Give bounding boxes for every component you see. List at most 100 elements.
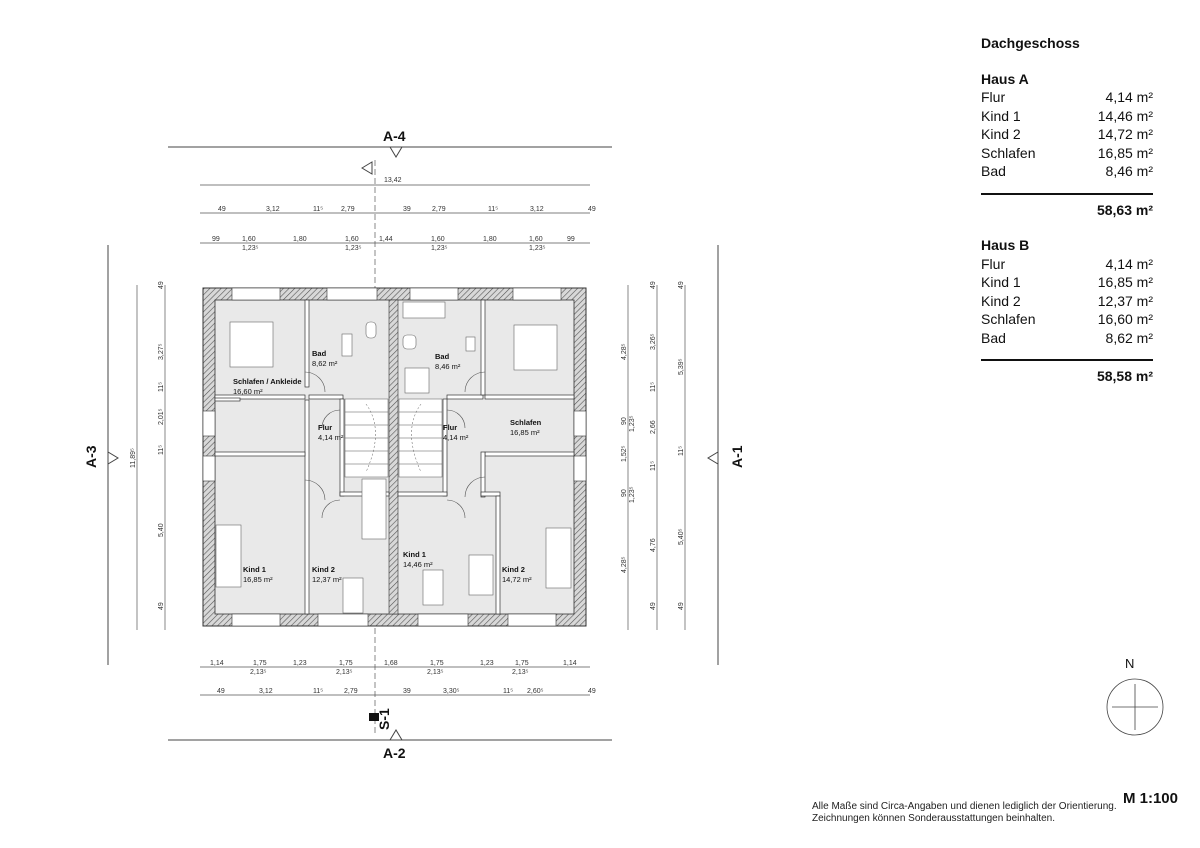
section-cut-marker [369,713,379,721]
dimension-label: 1,44 [379,236,393,243]
dimension-label: 49 [588,688,596,695]
room-area: 8,46 m² [1105,163,1153,179]
section-label-a1: A-1 [729,445,745,468]
dimension-label: 5,40 [158,523,165,537]
dimension-label: 49 [650,602,657,610]
room-area: 16,85 m² [243,575,273,584]
room-label: Flur [981,89,1006,105]
dimension-label: 90 [621,489,628,497]
dimension-label: 49 [678,602,685,610]
dimension-label: 11⁵ [650,382,657,392]
room-area: 14,46 m² [403,560,433,569]
room-area: 14,72 m² [1097,126,1153,142]
dimension-label: 2,13⁵ [512,669,529,676]
dimension-label: 13,42 [384,177,402,184]
room-label: Kind 2 [981,126,1021,142]
room-area: 12,37 m² [1097,292,1153,309]
dimension-label: 99 [212,236,220,243]
room-label: Kind 1 [981,107,1021,124]
disclaimer-line: Alle Maße sind Circa-Angaben und dienen … [812,801,1117,812]
room-label: Kind 1 [981,274,1021,290]
dimension-label: 11,89⁵ [130,448,137,468]
dimension-label: 3,27⁵ [158,343,165,360]
section-label-a3: A-3 [83,445,99,468]
dimension-label: 2,60⁵ [527,688,544,695]
room-area: 4,14 m² [443,433,469,442]
room-area: 8,62 m² [312,359,338,368]
area-row: Kind 1 16,85 m² [981,273,1153,292]
house-name: Haus B [981,237,1030,253]
section-label-s1: S-1 [376,708,392,730]
dimension-label: 2,13⁵ [250,669,267,676]
dimension-label: 1,14 [563,660,577,667]
room-area: 4,14 m² [1105,89,1153,105]
dimension-label: 49 [650,281,657,289]
room-label: Schlafen [981,311,1036,327]
dimension-label: 49 [218,206,226,213]
room-name: Kind 2 [312,565,335,574]
house-total: 58,63 m² [981,192,1153,220]
dimension-label: 3,30⁵ [443,688,460,695]
dimension-label: 4,76 [650,538,657,552]
dimension-label: 49 [678,281,685,289]
room-label: Kind 2 [981,292,1021,309]
dimension-label: 1,23⁵ [242,245,259,252]
dimension-label: 2,01⁵ [158,408,165,425]
dimension-label: 1,23⁵ [529,245,546,252]
section-label-a2: A-2 [383,745,406,761]
dimension-lines [136,184,686,696]
room-name: Schlafen / Ankleide [233,377,302,386]
dimension-label: 2,66 [650,420,657,434]
dimension-label: 1,80 [293,236,307,243]
dimension-label: 1,68 [384,660,398,667]
dimension-label: 1,75 [430,660,444,667]
dimension-label: 2,13⁵ [336,669,353,676]
room-area: 4,14 m² [318,433,344,442]
area-row: Kind 2 12,37 m² [981,292,1153,311]
dimension-label: 1,23⁵ [431,245,448,252]
building [202,287,587,627]
dimension-label: 1,60 [345,236,359,243]
area-row: Kind 2 14,72 m² [981,125,1153,144]
dimension-label: 11⁵ [503,688,513,695]
dimension-label: 3,12 [530,206,544,213]
dimension-label: 11⁵ [488,206,498,213]
dimension-label: 49 [588,206,596,213]
dimension-label: 4,28⁵ [621,556,628,573]
house-name: Haus A [981,70,1029,87]
dimension-label: 3,12 [259,688,273,695]
compass-icon [1106,678,1164,736]
dimension-label: 1,60 [529,236,543,243]
dimension-label: 1,75 [339,660,353,667]
dimension-label: 11⁵ [313,206,323,213]
dimension-label: 1,52⁵ [621,445,628,462]
house-total: 58,58 m² [981,359,1153,386]
dimension-label: 11⁵ [313,688,323,695]
room-name: Bad [312,349,327,358]
dimension-label: 1,23⁵ [629,486,636,503]
room-area: 16,85 m² [1097,274,1153,290]
north-label: N [1125,656,1135,671]
dimension-label: 1,23⁵ [345,245,362,252]
dimension-label: 49 [158,602,165,610]
dimension-label: 1,80 [483,236,497,243]
room-area: 16,60 m² [233,387,263,396]
dimension-label: 1,14 [210,660,224,667]
room-name: Flur [318,423,332,432]
dimension-label: 2,79 [432,206,446,213]
dimension-label: 5,39⁵ [678,358,685,375]
room-label: Schlafen [981,144,1036,161]
dimension-label: 1,60 [431,236,445,243]
room-area: 16,85 m² [510,428,540,437]
room-area: 16,85 m² [1097,144,1153,161]
dimension-label: 5,40⁵ [678,528,685,545]
room-area: 12,37 m² [312,575,342,584]
dimension-label: 49 [158,281,165,289]
dimension-label: 99 [567,236,575,243]
